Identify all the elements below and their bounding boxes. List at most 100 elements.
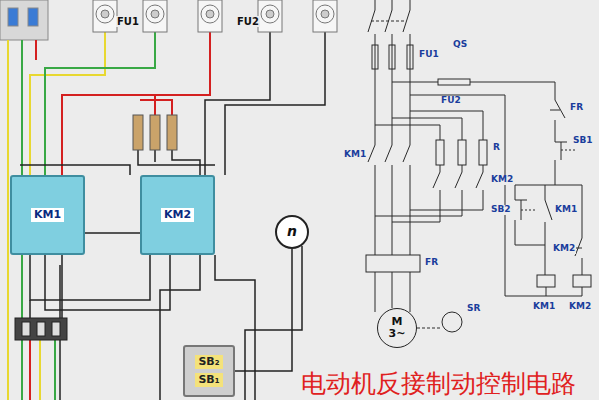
node-label: KM2 (161, 208, 194, 222)
component-label: FU2 (236, 16, 260, 27)
resistor-component (150, 115, 160, 150)
wire-red (140, 100, 172, 115)
component-label: SB1 (572, 136, 594, 146)
component-label: SR (466, 304, 481, 314)
component-label: R (492, 143, 501, 153)
schematic-wire (561, 150, 575, 151)
schematic-wire (537, 275, 555, 287)
node-label: M 3~ (388, 316, 406, 340)
schematic-wire (372, 45, 378, 69)
wire-black (45, 255, 170, 310)
component-label: FU1 (418, 50, 440, 60)
schematic-wire (368, 145, 410, 162)
wire-black (172, 150, 200, 175)
thermal-relay (15, 318, 67, 340)
thermal-relay (52, 322, 60, 336)
component-label: FU1 (116, 16, 140, 27)
fuse-holder (198, 0, 222, 32)
resistor-component (133, 115, 177, 150)
schematic-wire (375, 34, 410, 145)
schematic-wire (458, 140, 466, 165)
schematic-wire (573, 275, 591, 287)
contactor-box: KM1 (10, 175, 85, 255)
diagram-title: 电动机反接制动控制电路 (300, 370, 577, 398)
schematic-wire (371, 21, 406, 22)
wire-yellow (30, 32, 105, 175)
contactor-box: KM2 (140, 175, 215, 255)
wire-black (225, 32, 325, 175)
fuse-holder (93, 0, 117, 32)
component-label: FU2 (440, 96, 462, 106)
schematic-wire (417, 328, 442, 329)
fuse-holder (261, 5, 279, 23)
schematic-wire (436, 140, 444, 165)
wire-connector (85, 232, 140, 234)
schematic-wire (410, 82, 555, 296)
schematic-wire (570, 185, 582, 275)
schematic-wire (366, 255, 420, 272)
component-label: FR (424, 258, 439, 268)
motor-circle: M 3~ (377, 308, 417, 348)
component-label: FR (569, 103, 584, 113)
node-label: n (287, 224, 297, 239)
wire-black (154, 150, 156, 162)
schematic-wire (375, 0, 410, 10)
resistor-component (133, 115, 143, 150)
wire-red (62, 32, 210, 175)
schematic-wire (505, 287, 582, 296)
fuse-holder (143, 0, 167, 32)
node-label: SB₁ (195, 373, 222, 387)
fuse-holder (266, 10, 274, 18)
component-label: KM1 (532, 302, 556, 312)
wire-black (245, 246, 302, 400)
component-label: KM1 (554, 205, 578, 215)
circuit-breaker (0, 0, 48, 40)
circuit-breaker (28, 8, 38, 26)
wire-red (29, 340, 31, 400)
node-label: KM1 (31, 208, 64, 222)
wire-yellow (39, 340, 41, 400)
wire-green (22, 32, 155, 400)
schematic-wire (375, 190, 483, 222)
wire-green (54, 340, 56, 400)
schematic-wire (366, 0, 591, 332)
fuse-holder (316, 5, 334, 23)
component-label: QS (452, 40, 468, 50)
wire-yellow (8, 32, 105, 400)
schematic-wire (545, 185, 552, 275)
thermal-relay (37, 322, 45, 336)
wire-connector (235, 249, 292, 371)
wire-black (138, 150, 215, 165)
fuse-holder (321, 10, 329, 18)
schematic-wire (392, 82, 438, 83)
circuit-breaker (8, 8, 18, 26)
wire-red (35, 40, 37, 60)
schematic-wire (407, 45, 413, 69)
fuse-holder (201, 5, 219, 23)
circuit-breaker (0, 0, 48, 40)
wire-red (154, 95, 156, 115)
fuse-holder (206, 10, 214, 18)
fuse-holder (93, 0, 337, 32)
fuse-holder (96, 5, 114, 23)
schematic-wire (550, 110, 560, 111)
schematic-wire (555, 100, 565, 142)
schematic-wire (389, 45, 395, 69)
schematic-wire (375, 165, 410, 255)
schematic-wire (368, 10, 410, 32)
component-label: KM2 (552, 244, 576, 254)
component-label: SB2 (490, 205, 512, 215)
thermal-relay (22, 322, 30, 336)
component-label: KM2 (568, 302, 592, 312)
fuse-holder (313, 0, 337, 32)
pushbutton-box: SB₂ SB₁ (183, 345, 235, 397)
wire-black (20, 165, 130, 175)
fuse-holder (146, 5, 164, 23)
resistor-component (167, 115, 177, 150)
tachometer-circle: n (275, 215, 309, 249)
component-label: KM2 (490, 175, 514, 185)
wire-black (61, 255, 63, 318)
node-label: SB₂ (195, 355, 222, 369)
